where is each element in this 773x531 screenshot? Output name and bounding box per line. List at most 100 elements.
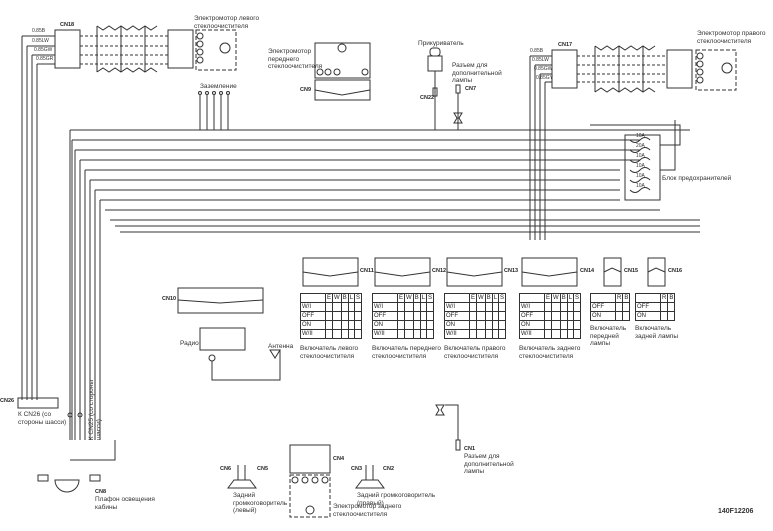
switch-col-header: W: [476, 293, 486, 303]
right-speaker-shape: [355, 465, 385, 489]
cn13-label: CN13: [504, 268, 519, 274]
switch-row: OFF: [635, 302, 676, 312]
cn11-connector: [302, 257, 359, 287]
cn5-label: CN5: [257, 466, 269, 472]
switch-label: Включатель правого стеклоочистителя: [444, 345, 506, 360]
switch-row: ON: [635, 311, 676, 321]
switch-position: OFF: [444, 311, 470, 321]
front-wiper-motor-label: Электромотор переднего стеклоочистителя: [268, 48, 323, 70]
front-motor-frame: [314, 42, 371, 79]
wire-label: 0.85GY: [536, 75, 553, 81]
left-motor-connector: [167, 29, 194, 69]
switch-row: W/I: [519, 302, 582, 312]
cn2-label: CN2: [383, 466, 395, 472]
switch-col-header: B: [412, 293, 421, 303]
aux-lamp-connector-bottom-label: Разъем для дополнительной лампы: [464, 453, 514, 475]
switch-col-header: S: [498, 293, 507, 303]
switch-col-header: B: [667, 293, 676, 303]
cn17-label: CN17: [558, 42, 573, 48]
switch-row: ON: [372, 320, 435, 330]
cn10-label: CN10: [162, 296, 177, 302]
ground-label: Заземление: [200, 83, 237, 90]
aux-lamp-connector-top-label: Разъем для дополнительной лампы: [452, 62, 502, 84]
switch-position: W/II: [372, 329, 398, 339]
diagram-code: 140F12206: [718, 508, 754, 515]
wire-label: 0.85GW: [534, 66, 553, 72]
switch-col-header: E: [543, 293, 553, 303]
switch-col-header: W: [332, 293, 342, 303]
antenna-wire: [211, 349, 281, 381]
cn26-connector: [17, 397, 59, 409]
switch-row: W/II: [444, 329, 507, 339]
fuse-6-rating: 10A: [636, 183, 645, 189]
cn12-connector: [374, 257, 431, 287]
cn4-connector: [289, 444, 331, 474]
cn1-label: CN1: [464, 446, 476, 452]
cn3-label: CN3: [351, 466, 363, 472]
left-wiper-motor-label: Электромотор левого стеклоочистителя: [194, 15, 260, 30]
switch-position: W/I: [519, 302, 545, 312]
switch-col-header: W: [551, 293, 561, 303]
wire-label: 0.85B: [530, 48, 544, 54]
cn18-connector: [54, 29, 81, 69]
switch-col-header: E: [396, 293, 406, 303]
switch-row: W/I: [372, 302, 435, 312]
switch-row: OFF: [300, 311, 363, 321]
switch-row: ON: [590, 311, 631, 321]
switch-col-header: S: [573, 293, 582, 303]
switch-position: W/I: [444, 302, 470, 312]
switch-label: Включатель переднего стеклоочистителя: [372, 345, 441, 360]
cn6-label: CN6: [220, 466, 232, 472]
fuse-5-rating: 10A: [636, 173, 645, 179]
cn15-label: CN15: [624, 268, 639, 274]
switch-position: OFF: [635, 302, 661, 312]
switch-position: OFF: [372, 311, 398, 321]
cigarette-lighter-label: Прикуриватель: [418, 40, 464, 47]
right-harness-bellows: [594, 45, 656, 93]
switch-col-header: R: [659, 293, 669, 303]
cn4-label: CN4: [333, 456, 345, 462]
switch-position: W/I: [372, 302, 398, 312]
cn9-connector: [314, 79, 371, 101]
switch-row: OFF: [444, 311, 507, 321]
switch-col-header: B: [559, 293, 568, 303]
switch-col-header: S: [426, 293, 435, 303]
fuse-3-rating: 10A: [636, 153, 645, 159]
switch-position: ON: [590, 311, 616, 321]
cn8-label: CN8: [95, 489, 107, 495]
cn12-label: CN12: [432, 268, 447, 274]
switch-position: ON: [635, 311, 661, 321]
cn17-connector: [551, 49, 578, 89]
radio-unit: [199, 327, 246, 351]
switch-position: W/II: [519, 329, 545, 339]
switch-row: W/I: [300, 302, 363, 312]
fuse-box-label: Блок предохранителей: [662, 175, 732, 182]
switch-label: Включатель левого стеклоочистителя: [300, 345, 359, 360]
fuse-1-rating: 10A: [636, 133, 645, 139]
switch-row: W/I: [444, 302, 507, 312]
switch-col-header: B: [622, 293, 631, 303]
switch-position: ON: [372, 320, 398, 330]
wire-label: 0.85B: [32, 28, 46, 34]
switch-row: ON: [519, 320, 582, 330]
switch-row: W/II: [372, 329, 435, 339]
cn16-connector: [647, 257, 666, 287]
antenna-label: Антенна: [268, 343, 294, 350]
switch-row: W/II: [519, 329, 582, 339]
cn26-label: CN26: [0, 398, 15, 404]
switch-label: Включатель передней лампы: [590, 325, 627, 347]
cn15-connector: [603, 257, 622, 287]
switch-position: OFF: [590, 302, 616, 312]
rear-wiper-motor-label: Электромотор заднего стеклоочистителя: [333, 503, 402, 518]
wire-label: 0.85GR: [36, 56, 54, 62]
right-wiper-motor-label: Электромотор правого стеклоочистителя: [697, 30, 766, 45]
switch-row: W/II: [300, 329, 363, 339]
switch-col-header: B: [484, 293, 493, 303]
cn25-description: К CN25 (со стороны шасси): [88, 380, 103, 441]
cn14-label: CN14: [580, 268, 595, 274]
